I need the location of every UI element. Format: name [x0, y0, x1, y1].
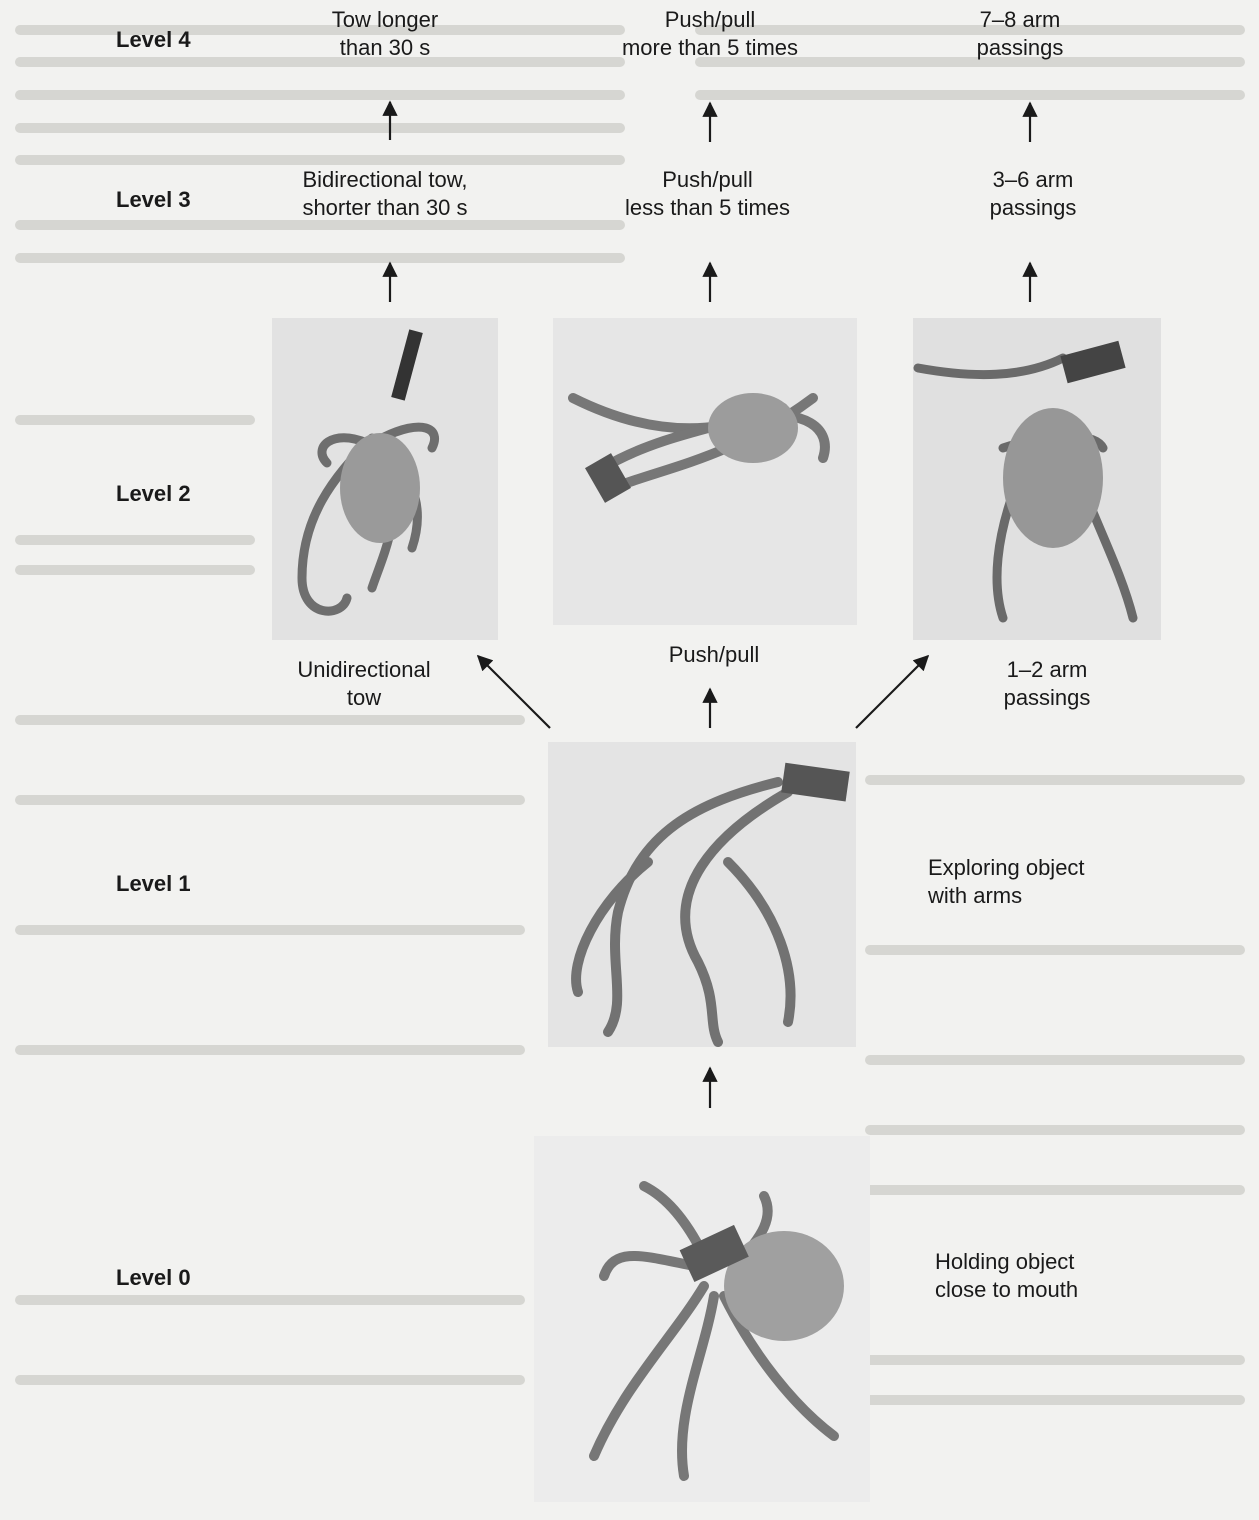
octopus-towing-drawing	[272, 318, 498, 640]
level-3-label: Level 3	[116, 187, 266, 213]
arm-3-6-label: 3–6 arm passings	[943, 166, 1123, 222]
push-less-line2: less than 5 times	[600, 194, 815, 222]
tow-longer-line1: Tow longer	[285, 6, 485, 34]
level-4-label: Level 4	[116, 27, 266, 53]
holding-line2: close to mouth	[935, 1276, 1135, 1304]
arm-1-2-line2: passings	[957, 684, 1137, 712]
bidirectional-tow-line2: shorter than 30 s	[270, 194, 500, 222]
push-less-line1: Push/pull	[600, 166, 815, 194]
level-1-label: Level 1	[116, 871, 266, 897]
push-pull-line1: Push/pull	[634, 641, 794, 669]
arrow-l1-tow	[478, 656, 550, 728]
push-more-line2: more than 5 times	[600, 34, 820, 62]
octopus-arm-passing-photo	[913, 318, 1161, 640]
exploring-line1: Exploring object	[928, 854, 1128, 882]
unidirectional-tow-line2: tow	[274, 684, 454, 712]
unidirectional-tow-line1: Unidirectional	[274, 656, 454, 684]
arm-1-2-label: 1–2 arm passings	[957, 656, 1137, 712]
arm-7-8-label: 7–8 arm passings	[930, 6, 1110, 62]
push-less-label: Push/pull less than 5 times	[600, 166, 815, 222]
arm-7-8-line2: passings	[930, 34, 1110, 62]
exploring-line2: with arms	[928, 882, 1128, 910]
octopus-holding-drawing	[534, 1136, 870, 1502]
tow-longer-line2: than 30 s	[285, 34, 485, 62]
octopus-exploring-drawing	[548, 742, 856, 1047]
push-more-label: Push/pull more than 5 times	[600, 6, 820, 62]
octopus-arm-passing-drawing	[913, 318, 1161, 640]
bidirectional-tow-label: Bidirectional tow, shorter than 30 s	[270, 166, 500, 222]
bidirectional-tow-line1: Bidirectional tow,	[270, 166, 500, 194]
arrow-l1-arm	[856, 656, 928, 728]
level-0-label: Level 0	[116, 1265, 266, 1291]
push-more-line1: Push/pull	[600, 6, 820, 34]
octopus-exploring-photo	[548, 742, 856, 1047]
level-2-label: Level 2	[116, 481, 266, 507]
octopus-holding-photo	[534, 1136, 870, 1502]
tow-longer-label: Tow longer than 30 s	[285, 6, 485, 62]
octopus-towing-photo	[272, 318, 498, 640]
holding-line1: Holding object	[935, 1248, 1135, 1276]
push-pull-label: Push/pull	[634, 641, 794, 669]
arm-3-6-line2: passings	[943, 194, 1123, 222]
octopus-pushpull-drawing	[553, 318, 857, 625]
arm-3-6-line1: 3–6 arm	[943, 166, 1123, 194]
arm-7-8-line1: 7–8 arm	[930, 6, 1110, 34]
arm-1-2-line1: 1–2 arm	[957, 656, 1137, 684]
octopus-pushpull-photo	[553, 318, 857, 625]
exploring-label: Exploring object with arms	[928, 854, 1128, 910]
holding-label: Holding object close to mouth	[935, 1248, 1135, 1304]
unidirectional-tow-label: Unidirectional tow	[274, 656, 454, 712]
